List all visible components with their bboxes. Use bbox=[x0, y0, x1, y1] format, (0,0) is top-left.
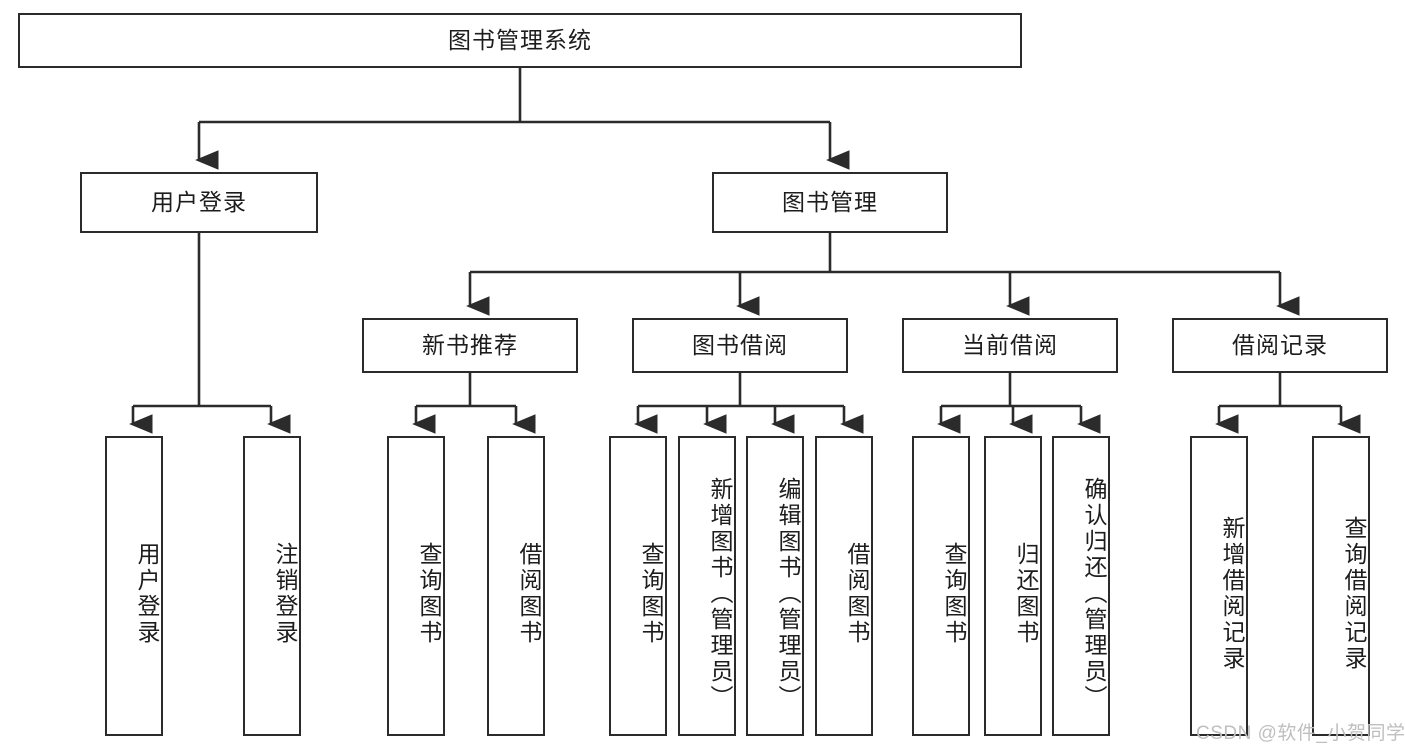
node-root[interactable]: 图书管理系统 bbox=[18, 13, 1022, 68]
node-leaf-confirm-return-label: 确认归还（管理员） bbox=[1081, 477, 1107, 711]
node-leaf-user-logout-label: 注销登录 bbox=[272, 542, 298, 646]
node-leaf-confirm-return[interactable]: 确认归还（管理员） bbox=[1052, 436, 1110, 736]
node-user-login-label: 用户登录 bbox=[151, 188, 247, 215]
node-borrow-record-label: 借阅记录 bbox=[1232, 331, 1328, 358]
node-leaf-query-book-3[interactable]: 查询图书 bbox=[912, 436, 970, 736]
node-new-book-rec-label: 新书推荐 bbox=[422, 331, 518, 358]
node-leaf-query-book-2[interactable]: 查询图书 bbox=[609, 436, 667, 736]
node-leaf-borrow-book-1-label: 借阅图书 bbox=[516, 542, 542, 646]
node-leaf-add-book[interactable]: 新增图书（管理员） bbox=[678, 436, 736, 736]
node-leaf-query-book-3-label: 查询图书 bbox=[941, 542, 967, 646]
node-leaf-add-record-label: 新增借阅记录 bbox=[1219, 516, 1245, 672]
node-book-manage[interactable]: 图书管理 bbox=[712, 172, 948, 233]
node-leaf-add-record[interactable]: 新增借阅记录 bbox=[1190, 436, 1248, 736]
node-root-label: 图书管理系统 bbox=[448, 26, 592, 53]
node-leaf-edit-book[interactable]: 编辑图书（管理员） bbox=[746, 436, 804, 736]
node-leaf-query-book-1-label: 查询图书 bbox=[416, 542, 442, 646]
node-leaf-return-book[interactable]: 归还图书 bbox=[984, 436, 1042, 736]
node-leaf-return-book-label: 归还图书 bbox=[1013, 542, 1039, 646]
node-leaf-borrow-book-2[interactable]: 借阅图书 bbox=[815, 436, 873, 736]
node-leaf-add-book-label: 新增图书（管理员） bbox=[707, 477, 733, 711]
node-current-borrow[interactable]: 当前借阅 bbox=[902, 318, 1118, 373]
node-book-borrow[interactable]: 图书借阅 bbox=[632, 318, 848, 373]
node-book-manage-label: 图书管理 bbox=[782, 188, 878, 215]
node-leaf-query-record-label: 查询借阅记录 bbox=[1341, 516, 1367, 672]
node-leaf-query-book-2-label: 查询图书 bbox=[638, 542, 664, 646]
node-leaf-user-logout[interactable]: 注销登录 bbox=[243, 436, 301, 736]
node-user-login[interactable]: 用户登录 bbox=[80, 172, 318, 233]
node-book-borrow-label: 图书借阅 bbox=[692, 331, 788, 358]
node-borrow-record[interactable]: 借阅记录 bbox=[1172, 318, 1388, 373]
node-leaf-edit-book-label: 编辑图书（管理员） bbox=[775, 477, 801, 711]
node-leaf-borrow-book-1[interactable]: 借阅图书 bbox=[487, 436, 545, 736]
node-current-borrow-label: 当前借阅 bbox=[962, 331, 1058, 358]
node-leaf-user-login[interactable]: 用户登录 bbox=[105, 436, 163, 736]
node-leaf-query-record[interactable]: 查询借阅记录 bbox=[1312, 436, 1370, 736]
csdn-watermark: CSDN @软件_小贺同学 bbox=[1196, 723, 1405, 744]
node-new-book-rec[interactable]: 新书推荐 bbox=[362, 318, 578, 373]
node-leaf-user-login-label: 用户登录 bbox=[134, 542, 160, 646]
node-leaf-query-book-1[interactable]: 查询图书 bbox=[387, 436, 445, 736]
node-leaf-borrow-book-2-label: 借阅图书 bbox=[844, 542, 870, 646]
